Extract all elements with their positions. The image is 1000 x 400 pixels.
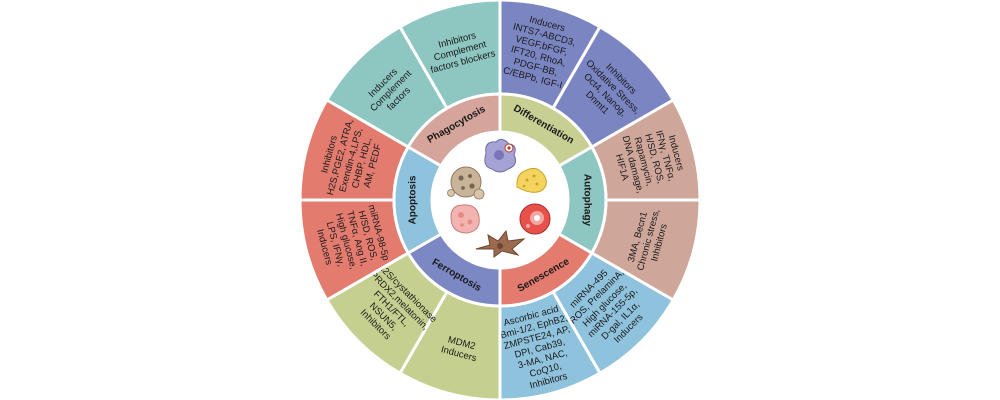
phagocyte-cell-icon (484, 138, 516, 173)
senescent-cell-icon (475, 229, 526, 258)
mechanism-apoptosis: Apoptosis (392, 144, 444, 256)
mechanism-label-autophagy: Autophagy (581, 174, 592, 227)
outer-ring: InducersComplementfactorsInhibitorsCompl… (298, 0, 702, 400)
mechanism-label-apoptosis: Apoptosis (408, 175, 419, 224)
ferroptotic-cell-icon (450, 204, 480, 234)
apoptotic-cell-icon (447, 166, 485, 200)
differentiating-cell-icon (516, 167, 547, 193)
mechanism-sector-apoptosis (392, 144, 444, 256)
autophagic-cell-icon (519, 203, 551, 235)
center-hub (432, 132, 568, 268)
